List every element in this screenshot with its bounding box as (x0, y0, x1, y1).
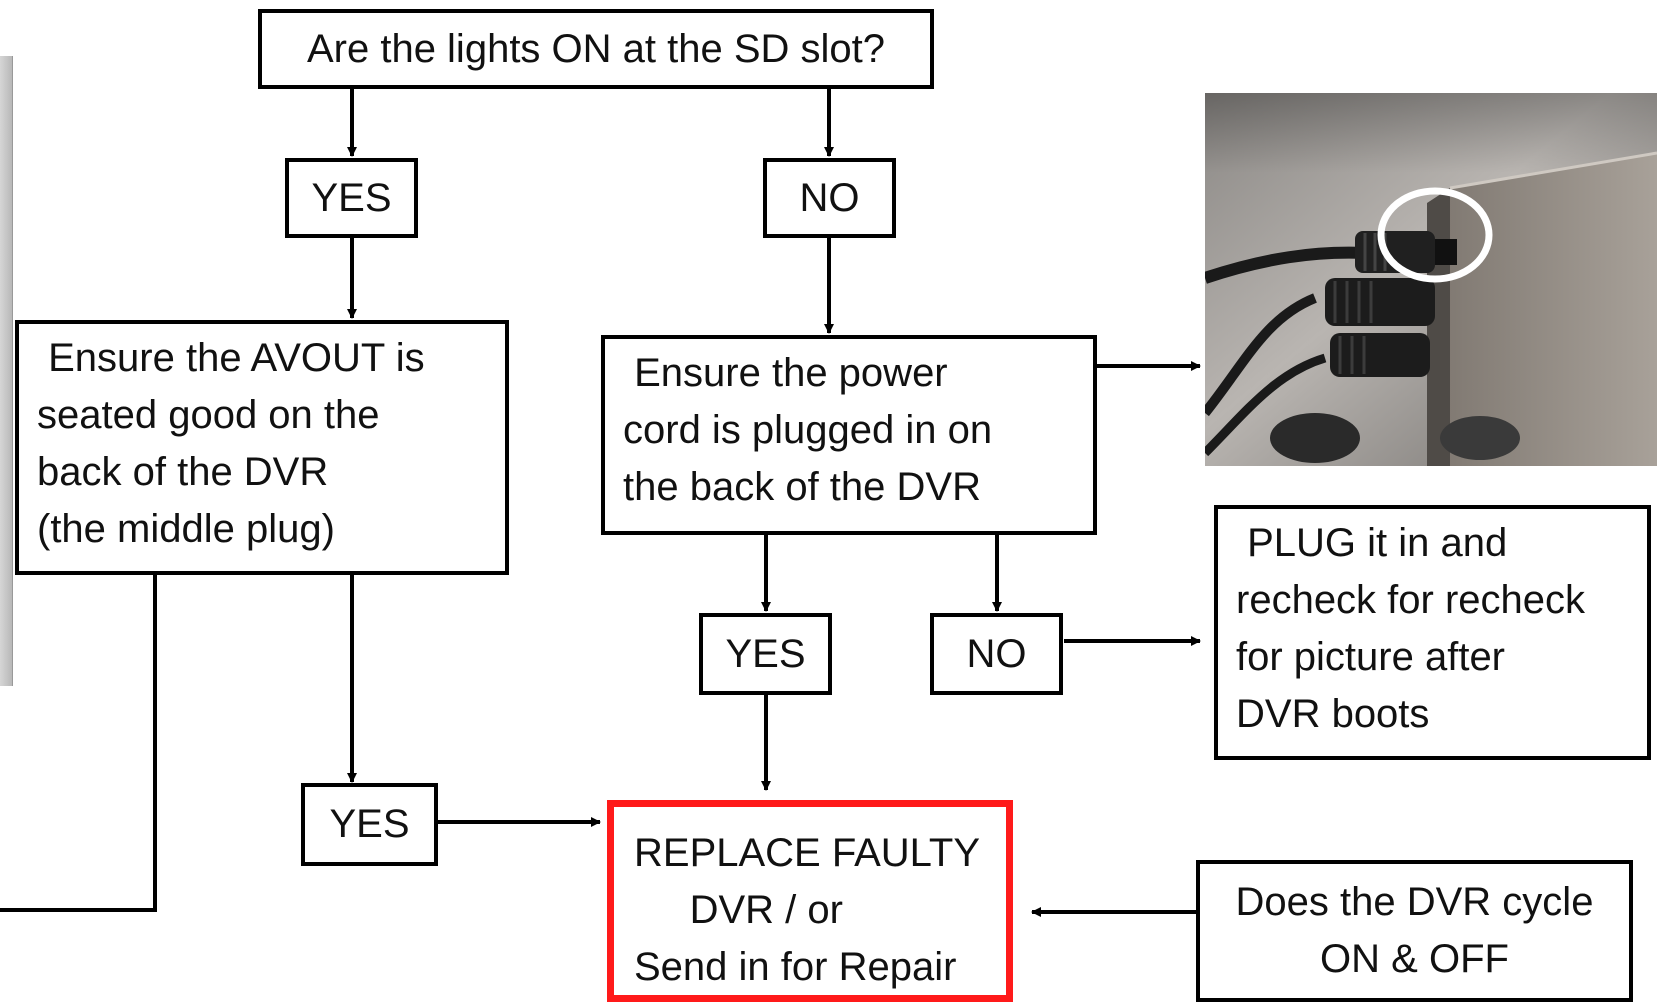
replace-step-box: REPLACE FAULTY DVR / or Send in for Repa… (607, 800, 1013, 1002)
question-text: Are the lights ON at the SD slot? (306, 26, 886, 71)
power-line-2: cord is plugged in on (623, 408, 993, 452)
dvr-back-panel-photo (1205, 93, 1657, 466)
left-edge-strip (0, 56, 13, 686)
replace-line-3: Send in for Repair (634, 945, 957, 989)
plug-line-4: DVR boots (1236, 692, 1430, 736)
no-mid-label: NO (966, 631, 1027, 676)
power-line-1: Ensure the power (623, 351, 948, 395)
avout-line-4: (the middle plug) (37, 507, 335, 551)
no-mid-box: NO (930, 613, 1063, 695)
power-line-3: the back of the DVR (623, 465, 981, 509)
no-top-label: NO (799, 175, 860, 220)
plug-line-3: for picture after (1236, 635, 1506, 679)
avout-step-box: Ensure the AVOUT is seated good on the b… (15, 320, 509, 575)
cycle-line-1: Does the DVR cycle (1235, 880, 1594, 924)
avout-line-1: Ensure the AVOUT is (37, 336, 425, 380)
yes-mid-label: YES (725, 631, 806, 676)
yes-top-box: YES (285, 158, 418, 238)
question-box: Are the lights ON at the SD slot? (258, 9, 934, 89)
power-step-box: Ensure the power cord is plugged in on t… (601, 335, 1097, 535)
line-avout-to-left-edge (0, 574, 157, 912)
replace-line-1: REPLACE FAULTY (634, 831, 981, 875)
cycle-line-2: ON & OFF (1320, 937, 1509, 981)
yes-mid-box: YES (699, 613, 832, 695)
plug-line-1: PLUG it in and (1236, 521, 1508, 565)
plug-highlight-marker (1377, 187, 1493, 283)
cycle-question-box: Does the DVR cycle ON & OFF (1196, 860, 1633, 1002)
avout-line-3: back of the DVR (37, 450, 329, 494)
plug-line-2: recheck for recheck (1236, 578, 1586, 622)
avout-line-2: seated good on the (37, 393, 380, 437)
replace-line-2: DVR / or (634, 888, 843, 932)
yes-bottom-box: YES (301, 783, 438, 866)
yes-top-label: YES (311, 175, 392, 220)
yes-bottom-label: YES (329, 802, 410, 846)
plug-step-box: PLUG it in and recheck for recheck for p… (1214, 505, 1651, 760)
no-top-box: NO (763, 158, 896, 238)
